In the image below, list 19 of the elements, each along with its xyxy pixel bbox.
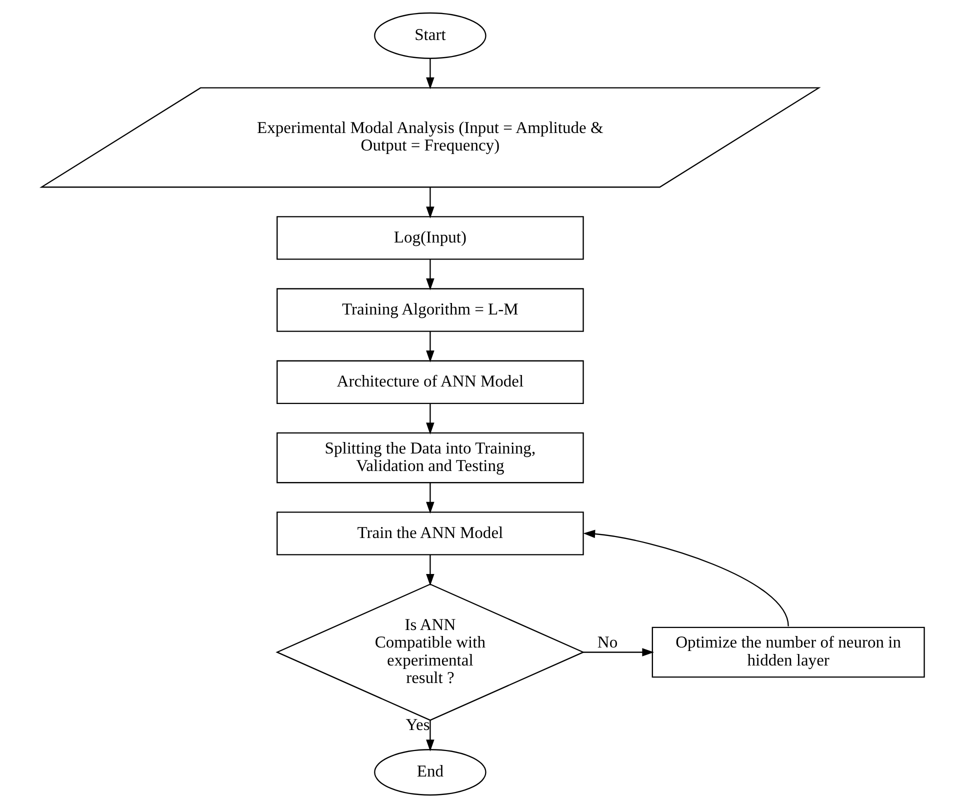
node-box: Splitting the Data into Training, Validation and Testing bbox=[276, 432, 584, 484]
arrow bbox=[583, 648, 654, 656]
arrow bbox=[426, 58, 434, 90]
node-box: Optimize the number of neuron in hidden layer bbox=[652, 626, 925, 678]
edge-label: No bbox=[597, 632, 618, 652]
arrow bbox=[426, 187, 434, 218]
arrow bbox=[426, 404, 434, 434]
node-box: Training Algorithm = L-M bbox=[276, 288, 584, 332]
node-ellipse: Start bbox=[374, 12, 486, 59]
arrow bbox=[426, 259, 434, 290]
node-ellipse: End bbox=[374, 749, 486, 796]
node-box: Architecture of ANN Model bbox=[276, 360, 584, 404]
arrow bbox=[426, 331, 434, 362]
arrow bbox=[426, 482, 434, 514]
arrow bbox=[583, 530, 789, 626]
arrow bbox=[426, 720, 434, 752]
node-box: Train the ANN Model bbox=[276, 512, 584, 556]
node-box: Log(Input) bbox=[276, 216, 584, 260]
arrow bbox=[426, 554, 434, 586]
